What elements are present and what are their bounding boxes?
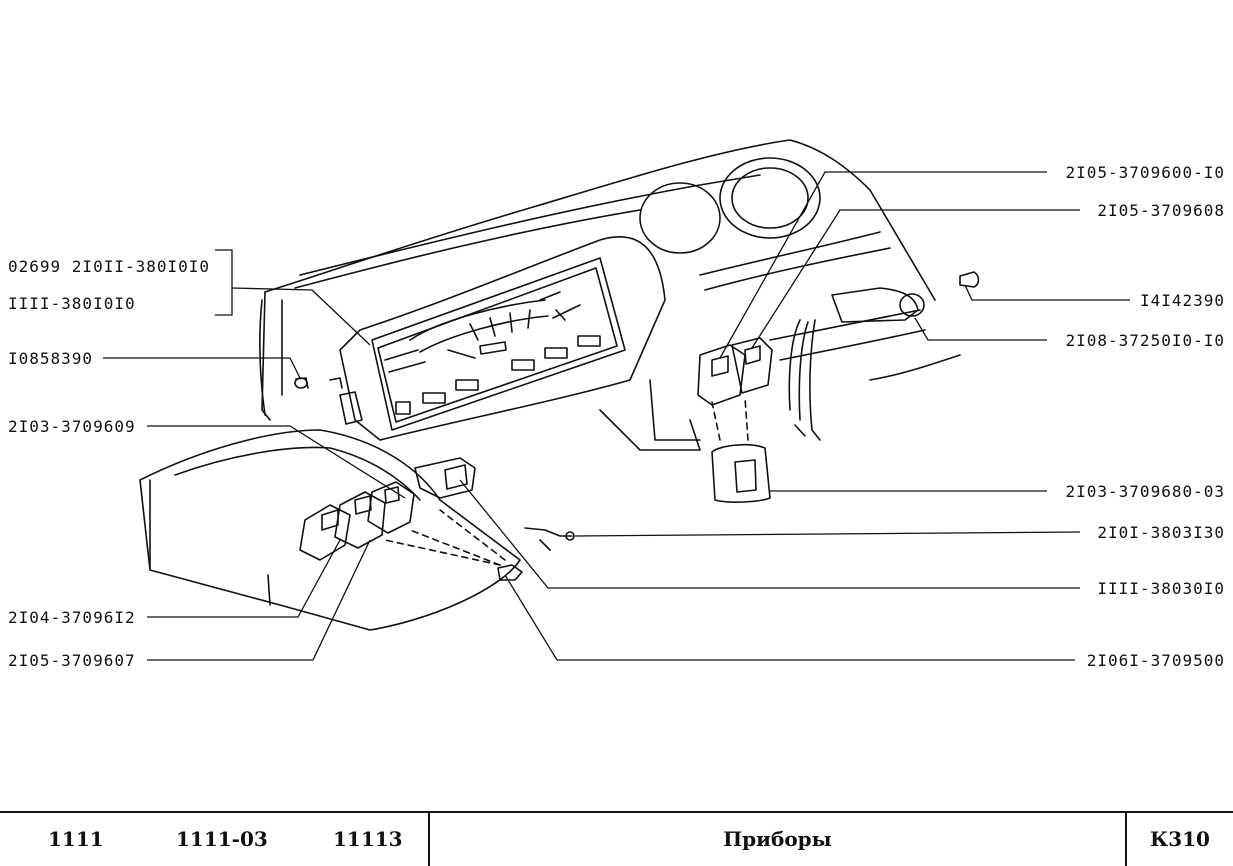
switch-2105-3709607 — [334, 491, 386, 549]
title-block: 1111 1111-03 11113 Приборы К310 — [0, 811, 1233, 866]
model-1111-03: 1111-03 — [176, 826, 268, 851]
label-2103-3709680-03: 2I03-3709680-03 — [1065, 482, 1225, 501]
label-2105-3709600-10: 2I05-3709600-I0 — [1065, 163, 1225, 182]
label-2105-3709608: 2I05-3709608 — [1097, 201, 1225, 220]
lighter-2108-3725010-10 — [831, 287, 919, 323]
label-14142390: I4I42390 — [1139, 291, 1225, 310]
indicator-2 — [422, 392, 446, 404]
label-1111-3803010: IIII-38030I0 — [1097, 579, 1225, 598]
indicator-1 — [395, 401, 411, 415]
divider — [1125, 813, 1127, 866]
speedometer-arc — [409, 299, 546, 341]
divider — [428, 813, 430, 866]
model-1111: 1111 — [48, 826, 104, 851]
label-2108-3725010-10: 2I08-37250I0-I0 — [1065, 331, 1225, 350]
dashboard-top-outline — [264, 139, 936, 301]
switch-2103-3709609 — [367, 481, 415, 534]
sheet-title: Приборы — [723, 826, 832, 851]
label-21061-3709500: 2I06I-3709500 — [1086, 651, 1225, 670]
lower-console — [139, 429, 521, 631]
indicator-3 — [455, 379, 479, 391]
label-10858390: I0858390 — [8, 349, 94, 368]
dashboard-left-end — [259, 291, 271, 421]
indicator-4 — [511, 359, 535, 371]
label-1111-380: IIII-380I0I0 — [8, 294, 136, 313]
label-2105-3709607: 2I05-3709607 — [8, 651, 136, 670]
vent-right — [719, 157, 821, 239]
label-02699: 02699 2I0II-380I0I0 — [8, 257, 211, 276]
switch-2105-3709608 — [731, 337, 773, 394]
label-2104-3709612: 2I04-37096I2 — [8, 608, 136, 627]
switch-2105-3709600-10 — [697, 344, 746, 406]
cluster-housing — [339, 236, 666, 441]
label-2101-3803130: 2I0I-3803I30 — [1097, 523, 1225, 542]
indicator-5 — [544, 347, 568, 359]
vent-left — [639, 182, 721, 254]
bulb-21061-3709500 — [497, 564, 523, 581]
model-11113: 11113 — [333, 826, 403, 851]
connector-2103-3709680-03 — [711, 443, 771, 503]
bulb-14142390 — [959, 271, 980, 288]
sheet-code: К310 — [1150, 826, 1210, 851]
switch-1111-3803010 — [414, 457, 476, 499]
switch-2104-3709612 — [299, 504, 351, 561]
label-2103-3709609: 2I03-3709609 — [8, 417, 136, 436]
sensor-2101-3803130 — [524, 527, 573, 551]
indicator-6 — [577, 335, 601, 347]
